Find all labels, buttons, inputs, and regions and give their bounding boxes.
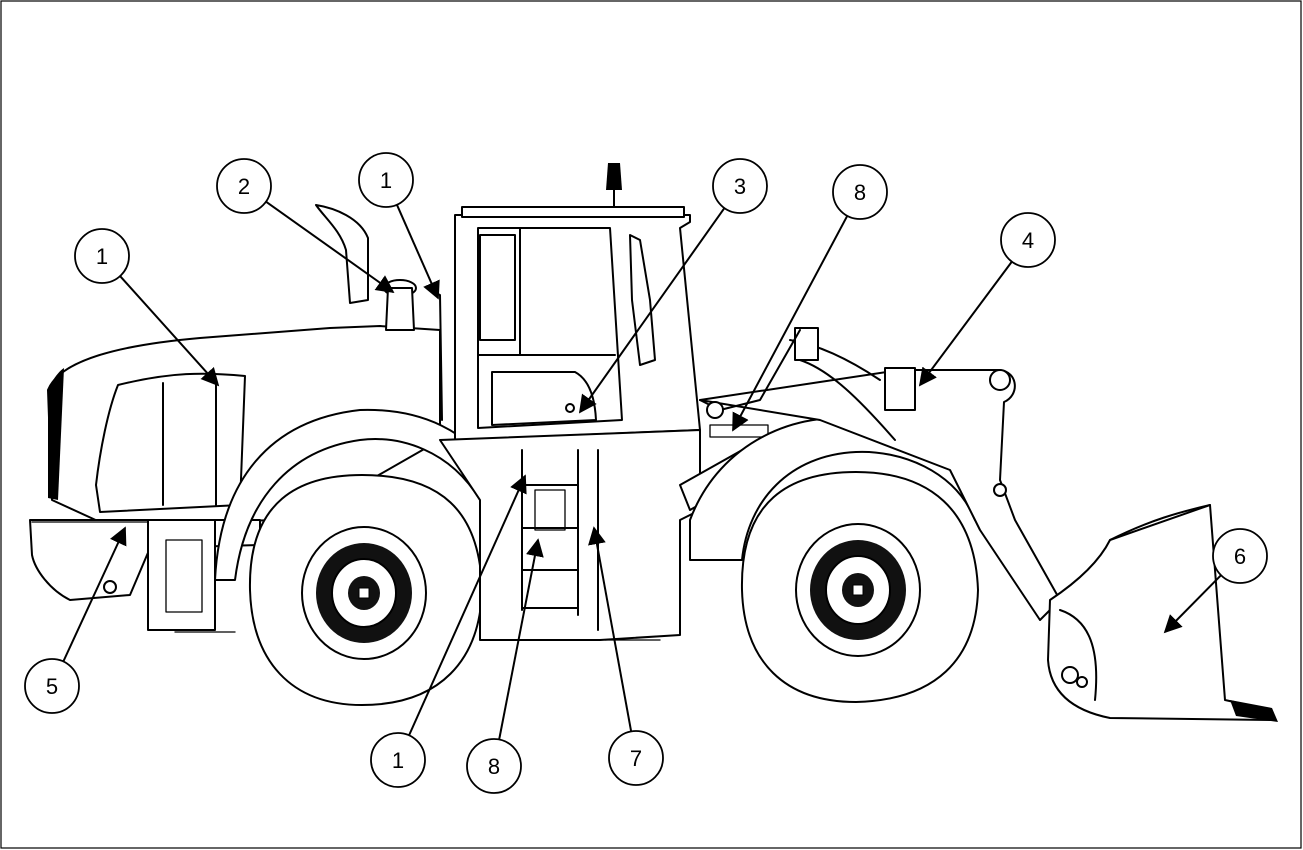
callout-c8b: 8 bbox=[466, 538, 544, 794]
rear-step-box bbox=[147, 519, 216, 631]
callout-number: 7 bbox=[630, 746, 642, 771]
callout-number: 8 bbox=[854, 180, 866, 205]
beacon-light bbox=[606, 163, 622, 190]
callout-circle bbox=[832, 164, 888, 220]
callout-number: 2 bbox=[238, 174, 250, 199]
callout-c2: 2 bbox=[216, 158, 395, 294]
callout-layer: 1 2 1 3 8 4 6 5 1 8 7 bbox=[24, 152, 1268, 794]
callout-circle bbox=[74, 228, 130, 284]
callout-leader bbox=[498, 538, 544, 740]
operator-cab bbox=[454, 163, 701, 441]
callout-circle bbox=[1212, 528, 1268, 584]
callout-number: 1 bbox=[392, 748, 404, 773]
callout-c1c: 1 bbox=[370, 474, 527, 788]
callout-leader bbox=[265, 200, 395, 294]
callout-circle bbox=[608, 730, 664, 786]
callout-leader bbox=[732, 215, 849, 432]
callout-leader bbox=[408, 474, 527, 736]
callout-number: 3 bbox=[734, 174, 746, 199]
radiator-grille bbox=[48, 368, 64, 500]
callout-circle bbox=[466, 738, 522, 794]
callout-leader bbox=[119, 275, 220, 387]
callout-circle bbox=[712, 158, 768, 214]
callout-circle bbox=[358, 152, 414, 208]
callout-circle bbox=[370, 732, 426, 788]
callout-leader bbox=[62, 526, 127, 662]
callout-leader bbox=[395, 204, 440, 300]
rear-wheel bbox=[248, 474, 483, 706]
exhaust-stack bbox=[315, 204, 369, 304]
center-frame bbox=[439, 429, 701, 641]
bucket bbox=[1047, 504, 1278, 722]
callout-leader bbox=[1163, 574, 1222, 634]
callout-circle bbox=[1000, 212, 1056, 268]
callout-leader bbox=[578, 207, 726, 414]
callout-number: 4 bbox=[1022, 228, 1034, 253]
callout-number: 1 bbox=[96, 244, 108, 269]
callout-number: 5 bbox=[46, 674, 58, 699]
callout-circle bbox=[24, 658, 80, 714]
callout-number: 8 bbox=[488, 754, 500, 779]
callout-c7: 7 bbox=[588, 526, 664, 786]
callout-c8a: 8 bbox=[732, 164, 888, 432]
callout-c4: 4 bbox=[918, 212, 1056, 387]
access-ladder bbox=[521, 449, 599, 631]
callout-leader bbox=[588, 526, 633, 732]
machine-illustration bbox=[29, 163, 1278, 722]
callout-c3: 3 bbox=[578, 158, 768, 414]
callout-c1a: 1 bbox=[74, 228, 220, 387]
callout-number: 6 bbox=[1234, 544, 1246, 569]
callout-c5: 5 bbox=[24, 526, 127, 714]
callout-number: 1 bbox=[380, 168, 392, 193]
callout-circle bbox=[216, 158, 272, 214]
callout-c6: 6 bbox=[1163, 528, 1268, 634]
callout-leader bbox=[918, 261, 1013, 387]
air-cleaner bbox=[383, 279, 417, 331]
front-wheel bbox=[740, 471, 979, 703]
callout-c1b: 1 bbox=[358, 152, 440, 300]
